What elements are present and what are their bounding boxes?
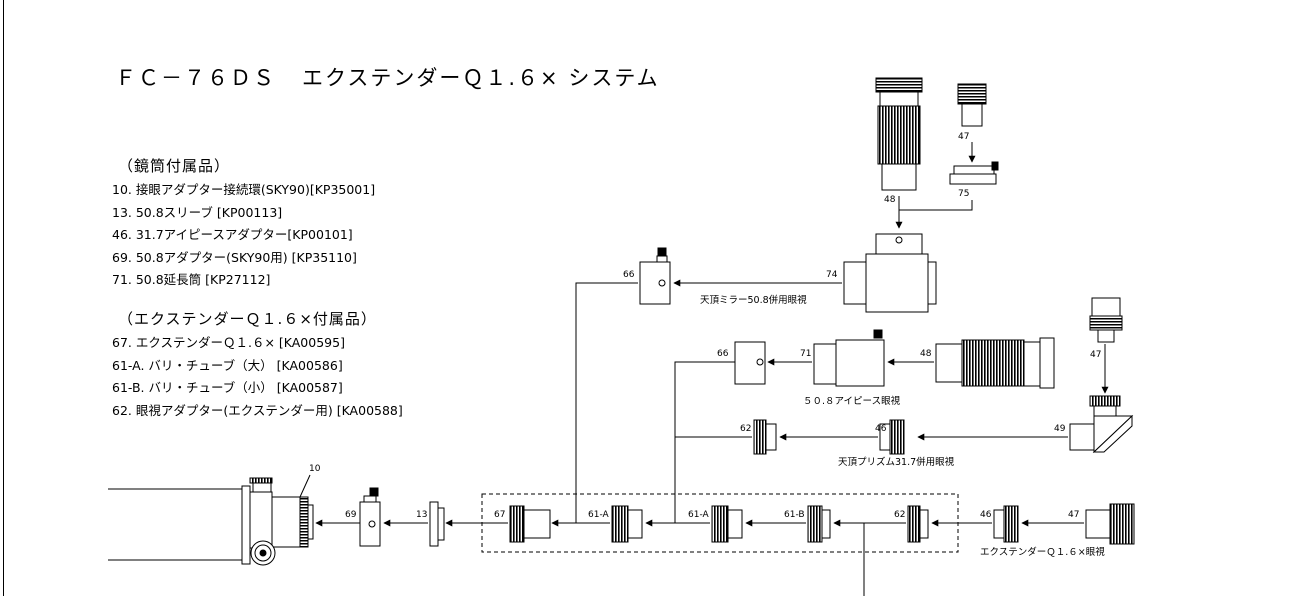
label-49: 49 <box>1054 424 1066 434</box>
eyepiece-48-mirror <box>875 77 923 191</box>
label-46-prism: 46 <box>875 424 887 434</box>
telescope-tube <box>108 474 314 566</box>
list-item: 61-A. バリ・チューブ（大） [KA00586] <box>112 357 343 373</box>
list-item: 62. 眼視アダプター(エクステンダー用) [KA00588] <box>112 402 403 418</box>
label-47-main: 47 <box>1068 510 1079 520</box>
list-item: 67. エクステンダーＱ１.６× [KA00595] <box>112 335 345 350</box>
extension-tube-71 <box>813 329 885 387</box>
label-74: 74 <box>826 270 838 280</box>
label-75: 75 <box>958 189 969 199</box>
label-46-main: 46 <box>980 510 992 520</box>
label-66-mirror: 66 <box>623 270 635 280</box>
sleeve-13 <box>429 501 445 547</box>
zenith-mirror-74 <box>843 233 937 313</box>
label-48-eyepiece: 48 <box>920 349 932 359</box>
caption-eyepiece: ５０.８アイピース眼視 <box>803 395 901 407</box>
list-item: 13. 50.8スリーブ [KP00113] <box>112 204 283 220</box>
label-10: 10 <box>309 464 321 474</box>
title-model: ＦＣ－７６ＤＳ <box>115 66 276 90</box>
adapter-46-prism <box>879 419 905 455</box>
eyepiece-adapter-62-prism <box>753 419 777 455</box>
extender-accessories-list: 67. エクステンダーＱ１.６× [KA00595] 61-A. バリ・チューブ… <box>112 332 403 422</box>
adapter-66-eyepiece <box>734 341 766 385</box>
label-61a-2: 61-A <box>688 510 710 520</box>
adapter-69 <box>359 487 381 547</box>
tube-accessories-heading: （鏡筒付属品） <box>118 157 231 175</box>
list-item: 10. 接眼アダプター接続環(SKY90)[KP35001] <box>112 182 376 197</box>
adapter-66-mirror <box>639 247 671 305</box>
eyepiece-48-row <box>935 337 1055 389</box>
list-item: 46. 31.7アイピースアダプター[KP00101] <box>112 227 353 242</box>
vari-tube-61a-2 <box>711 505 743 543</box>
label-62-main: 62 <box>894 510 905 520</box>
diagonal-prism-49 <box>1069 395 1134 454</box>
label-48-mirror: 48 <box>884 195 896 205</box>
list-item: 71. 50.8延長筒 [KP27112] <box>112 272 271 287</box>
label-66-eyepiece: 66 <box>717 349 729 359</box>
page-border <box>3 0 4 596</box>
vari-tube-61b <box>807 505 831 543</box>
eyepiece-adapter-62-main <box>907 505 929 543</box>
vari-tube-61a-1 <box>611 505 643 543</box>
label-69: 69 <box>345 510 357 520</box>
eyepiece-47-main <box>1085 503 1135 545</box>
title-system: エクステンダーＱ１.６× システム <box>302 66 660 90</box>
list-item: 61-B. バリ・チューブ（小） [KA00587] <box>112 380 343 395</box>
tube-accessories-list: 10. 接眼アダプター接続環(SKY90)[KP35001] 13. 50.8ス… <box>112 179 375 292</box>
label-67: 67 <box>494 510 505 520</box>
adapter-75 <box>949 161 999 185</box>
label-47-prism: 47 <box>1090 350 1101 360</box>
page-title: ＦＣ－７６ＤＳ エクステンダーＱ１.６× システム <box>115 62 660 92</box>
caption-mirror: 天頂ミラー50.8併用眼視 <box>700 294 807 306</box>
caption-extender: エクステンダーＱ１.６×眼視 <box>980 546 1105 558</box>
extender-67 <box>509 505 551 543</box>
label-61a-1: 61-A <box>588 510 610 520</box>
extender-accessories-heading: （エクステンダーＱ１.６×付属品） <box>118 310 377 328</box>
label-13: 13 <box>416 510 427 520</box>
adapter-46-main <box>993 505 1019 543</box>
caption-prism: 天頂プリズム31.7併用眼視 <box>838 456 955 468</box>
label-61b: 61-B <box>784 510 805 520</box>
label-71: 71 <box>800 349 811 359</box>
label-47-mirror: 47 <box>958 132 969 142</box>
list-item: 69. 50.8アダプター(SKY90用) [KP35110] <box>112 249 357 265</box>
eyepiece-47-prism <box>1089 297 1123 343</box>
eyepiece-47-mirror <box>957 83 987 127</box>
label-62-prism: 62 <box>740 424 751 434</box>
